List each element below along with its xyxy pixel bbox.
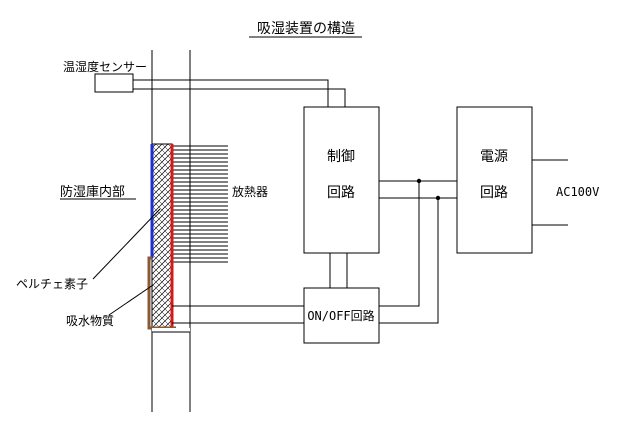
absorbent-leader (108, 284, 154, 316)
power-circuit-label-1: 電源 (480, 149, 508, 165)
peltier-leader (92, 208, 161, 280)
chamber-label: 防湿庫内部 (60, 184, 125, 200)
onoff-power-wire-2 (379, 198, 439, 324)
absorbent-label: 吸水物質 (66, 313, 114, 328)
heatsink-fins (172, 145, 228, 263)
onoff-circuit-box (303, 287, 380, 344)
control-circuit-label-2: 回路 (327, 185, 355, 201)
sensor-label: 温湿度センサー (63, 59, 147, 74)
sensor-box (94, 73, 134, 93)
peltier-element (151, 143, 173, 329)
heatsink-label: 放熱器 (232, 184, 268, 199)
sensor-wire-1 (133, 79, 329, 107)
sensor-wire-2 (133, 88, 346, 107)
chamber-wall-gap (152, 328, 190, 332)
peltier-label: ペルチェ素子 (16, 277, 88, 291)
diagram-title: 吸湿装置の構造 (257, 21, 355, 37)
ac-input-label: AC100V (556, 185, 599, 199)
junction-dot-icon (416, 178, 422, 184)
control-circuit-box (303, 106, 380, 254)
junction-dot-icon (435, 195, 441, 201)
power-circuit-label-2: 回路 (480, 185, 508, 201)
power-circuit-box (456, 106, 533, 254)
control-circuit-label-1: 制御 (327, 149, 355, 165)
onoff-power-wire-1 (379, 181, 420, 307)
onoff-circuit-label: ON/OFF回路 (307, 308, 374, 323)
